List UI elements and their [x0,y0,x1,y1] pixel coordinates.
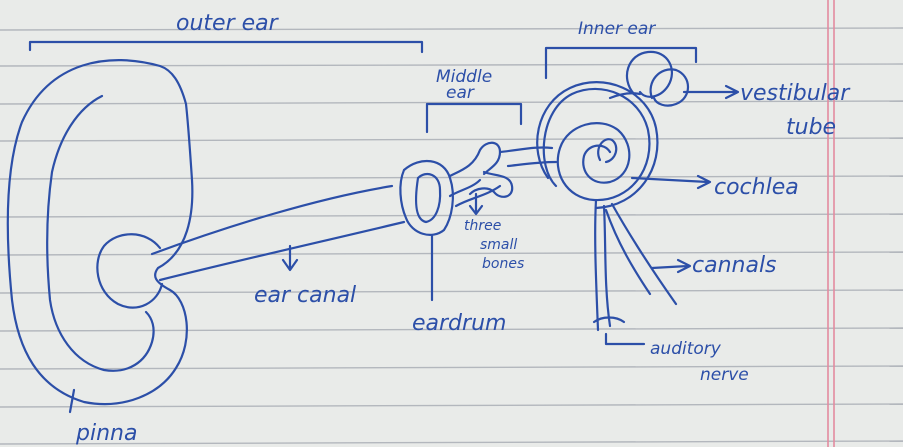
middle-ear-label-line2: ear [446,83,475,103]
vestibular-tube-label-line2: tube [786,115,836,140]
margin-line [828,0,834,447]
canals-label: cannals [692,253,777,278]
nerve-bundle-left [595,200,598,330]
vestibular-loop-2 [651,69,688,105]
auditory-nerve-label-line2: nerve [700,365,749,385]
eardrum-label: eardrum [412,311,506,336]
canals-arrow [652,260,690,272]
cochlea-center [598,139,616,162]
pinna-inner-rim [47,96,153,371]
inner-ear-bracket [546,48,696,78]
vestibular-loop-1 [627,52,672,97]
auditory-nerve-label-line1: auditory [650,339,722,359]
middle-ear-bracket [427,104,521,132]
vestibular-arrow [684,86,738,98]
outer-ear-label: outer ear [176,11,280,36]
three-small-bones-label-line3: bones [482,256,524,272]
concha [97,234,162,307]
cochlea-label: cochlea [714,175,799,200]
outer-ear-bracket [30,42,422,52]
ear-canal-top [152,186,392,254]
three-small-bones-label-line1: three [464,218,501,234]
pinna-label: pinna [75,421,137,446]
ear-canal-label: ear canal [254,283,356,308]
three-small-bones-label-line2: small [480,237,517,253]
ear-canal-bottom [160,222,404,280]
cochlea-spiral [544,89,650,200]
pinna-pointer [70,390,74,412]
nerve-bundle-right [612,204,676,304]
eardrum-inner [416,174,440,222]
pinna-outline [8,60,193,404]
nerve-bundle-middle [604,206,610,326]
nerve-branch [606,210,650,294]
auditory-nerve-pointer [606,334,644,344]
oval-window-link-bottom [508,162,556,166]
ossicle-malleus [450,143,500,176]
inner-ear-label: Inner ear [578,19,656,39]
vestibular-tube-label-line1: vestibular [740,81,851,106]
eardrum-shape [400,161,453,235]
